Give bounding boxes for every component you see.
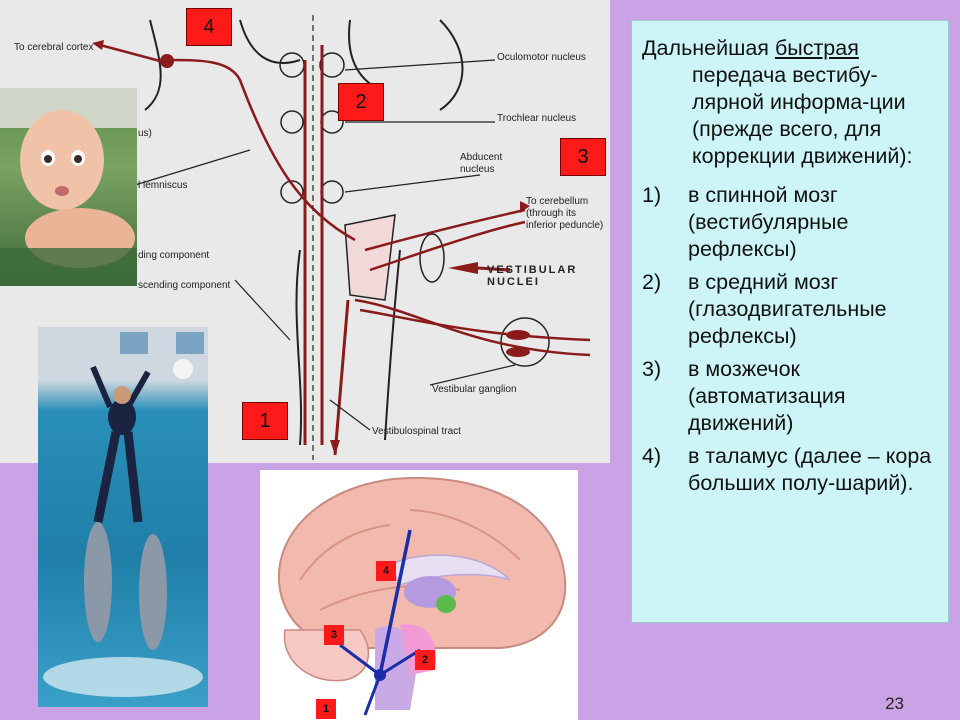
brain-marker-1: 1: [316, 699, 336, 719]
label-trochlear-nucleus: Trochlear nucleus: [497, 113, 577, 124]
brain-marker-2: 2: [415, 650, 435, 670]
intro-rest: передача вестибу-лярной информа-ции (пре…: [692, 63, 913, 168]
marker-box-4: 4: [186, 8, 232, 46]
baby-illustration: [0, 88, 137, 286]
intro-underlined: быстрая: [774, 36, 859, 60]
marker-box-3: 3: [560, 138, 606, 176]
label-oculomotor-nucleus: Oculomotor nucleus: [497, 52, 586, 63]
pathway-drawing: [92, 15, 591, 460]
list-item-number: 1): [642, 183, 662, 207]
label-abducent-nucleus: Abducent nucleus: [460, 152, 503, 175]
list-item-text: в средний мозг (глазодвигательные рефлек…: [688, 270, 887, 348]
list-item-number: 3): [642, 357, 662, 381]
brain-marker-3: 3: [324, 625, 344, 645]
label-ding-component: ding component: [138, 250, 210, 261]
label-vestibular-nuclei: VESTIBULAR NUCLEI: [487, 264, 578, 288]
explanation-panel: Дальнейшая быстрая передача вестибу-лярн…: [631, 20, 949, 623]
brain-drawing: [277, 476, 567, 716]
intro-pre: Дальнейшая: [642, 36, 775, 60]
label-lemniscus: l lemniscus: [138, 180, 188, 191]
baby-photo: [0, 88, 137, 286]
label-vestibulospinal-tract: Vestibulospinal tract: [372, 426, 461, 437]
list-item: 2) в средний мозг (глазодвигательные реф…: [642, 269, 940, 350]
brain-marker-4: 4: [376, 561, 396, 581]
marker-box-1: 1: [242, 402, 288, 440]
label-to-cerebellum: To cerebellum (through its inferior pedu…: [526, 196, 604, 231]
marker-box-2: 2: [338, 83, 384, 121]
list-item-number: 2): [642, 270, 662, 294]
list-item-number: 4): [642, 444, 662, 468]
dolphin-show-photo: [38, 327, 208, 707]
intro-paragraph: Дальнейшая быстрая передача вестибу-лярн…: [642, 35, 940, 170]
brain-illustration: 4 3 2 1: [260, 470, 578, 720]
label-vestibular-ganglion: Vestibular ganglion: [432, 384, 517, 395]
list-item: 1) в спинной мозг (вестибулярные рефлекс…: [642, 182, 940, 263]
label-us: us): [138, 128, 152, 139]
page-number: 23: [885, 694, 904, 713]
list-item-text: в таламус (далее – кора больших полу-шар…: [688, 444, 932, 495]
label-ascending-component: scending component: [138, 280, 231, 291]
dolphin-illustration: [43, 332, 204, 697]
list-item-text: в мозжечок (автоматизация движений): [688, 357, 846, 435]
list-item: 3) в мозжечок (автоматизация движений): [642, 356, 940, 437]
label-to-cerebral-cortex: To cerebral cortex: [14, 42, 94, 53]
list-item: 4) в таламус (далее – кора больших полу-…: [642, 443, 940, 497]
list-item-text: в спинной мозг (вестибулярные рефлексы): [688, 183, 849, 261]
